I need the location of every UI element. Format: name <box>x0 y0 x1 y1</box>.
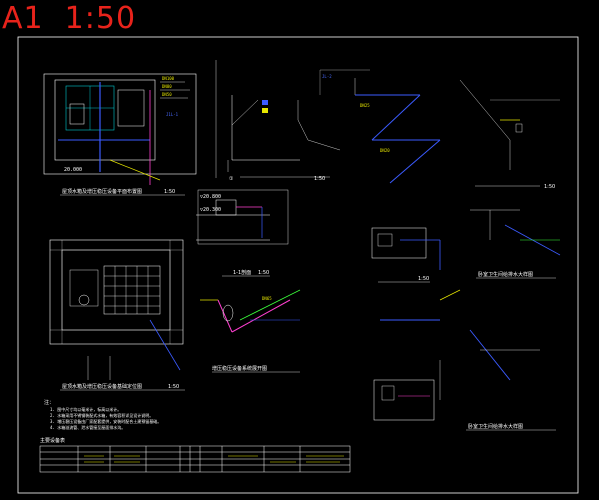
iso-b: JL-2 DN25 DN20 <box>319 69 441 184</box>
plan-bottom <box>49 239 185 391</box>
bath2-title: 卧室卫生间给排水大样图 <box>468 423 523 430</box>
iso-a <box>227 95 341 178</box>
svg-text:DN25: DN25 <box>360 103 370 108</box>
section-1-1: ▽20.800 ▽20.300 <box>196 189 289 277</box>
notes-line: 1. 图中尺寸均以毫米计，标高以米计。 <box>50 406 121 412</box>
svg-text:20.000: 20.000 <box>64 167 82 173</box>
iso-a-label: ① <box>229 176 234 182</box>
notes-heading: 注： <box>44 399 54 406</box>
svg-text:DN100: DN100 <box>162 76 175 81</box>
iso-a-scale: 1:50 <box>314 176 325 182</box>
pump-title: 增压稳压设备系统展开图 <box>212 365 267 372</box>
plan-top-title: 屋顶水箱及增压稳压设备平面布置图 <box>62 188 142 195</box>
bath-detail-1 <box>371 209 561 283</box>
pump-system: DN65 <box>200 289 301 373</box>
equipment-table <box>39 445 351 473</box>
notes-line: 2. 水箱采用不锈钢装配式水箱，有效容积详见设计说明。 <box>50 412 153 418</box>
section-title: 1-1剖面 <box>233 269 251 276</box>
svg-text:JL-2: JL-2 <box>322 74 332 79</box>
svg-text:▽20.300: ▽20.300 <box>200 207 221 213</box>
svg-text:DN50: DN50 <box>162 92 172 97</box>
scale-label: A1 1:50 <box>2 1 137 36</box>
iso-b-scale: 1:50 <box>418 276 429 282</box>
iso-c <box>459 79 560 187</box>
equipment-table-title: 主要设备表 <box>40 437 65 444</box>
plan-top-scale: 1:50 <box>164 189 175 195</box>
notes-line: 3. 增压稳压设备由厂家配套提供，安装时配合土建预留基础。 <box>50 418 161 424</box>
equipment-table-cells <box>84 455 344 463</box>
svg-text:DN80: DN80 <box>162 84 172 89</box>
bath-detail-2 <box>373 289 556 431</box>
plan-bottom-title: 屋顶水箱及增压稳压设备基础定位图 <box>62 383 142 390</box>
section-scale: 1:50 <box>258 270 269 276</box>
plan-top: DN100 DN80 DN50 J1L-1 20.000 <box>43 73 197 196</box>
svg-text:DN65: DN65 <box>262 296 272 301</box>
sheet-frame <box>17 36 579 494</box>
notes-line: 4. 水箱溢流管、泄水管接至屋面排水沟。 <box>50 424 125 430</box>
plan-bottom-scale: 1:50 <box>168 384 179 390</box>
svg-text:▽20.800: ▽20.800 <box>200 194 221 200</box>
svg-text:DN20: DN20 <box>380 148 390 153</box>
svg-text:J1L-1: J1L-1 <box>166 112 179 117</box>
iso-c-scale: 1:50 <box>544 184 555 190</box>
bath1-title: 卧室卫生间给排水大样图 <box>478 271 533 278</box>
notes-block: 注： 1. 图中尺寸均以毫米计，标高以米计。 2. 水箱采用不锈钢装配式水箱，有… <box>44 399 161 430</box>
